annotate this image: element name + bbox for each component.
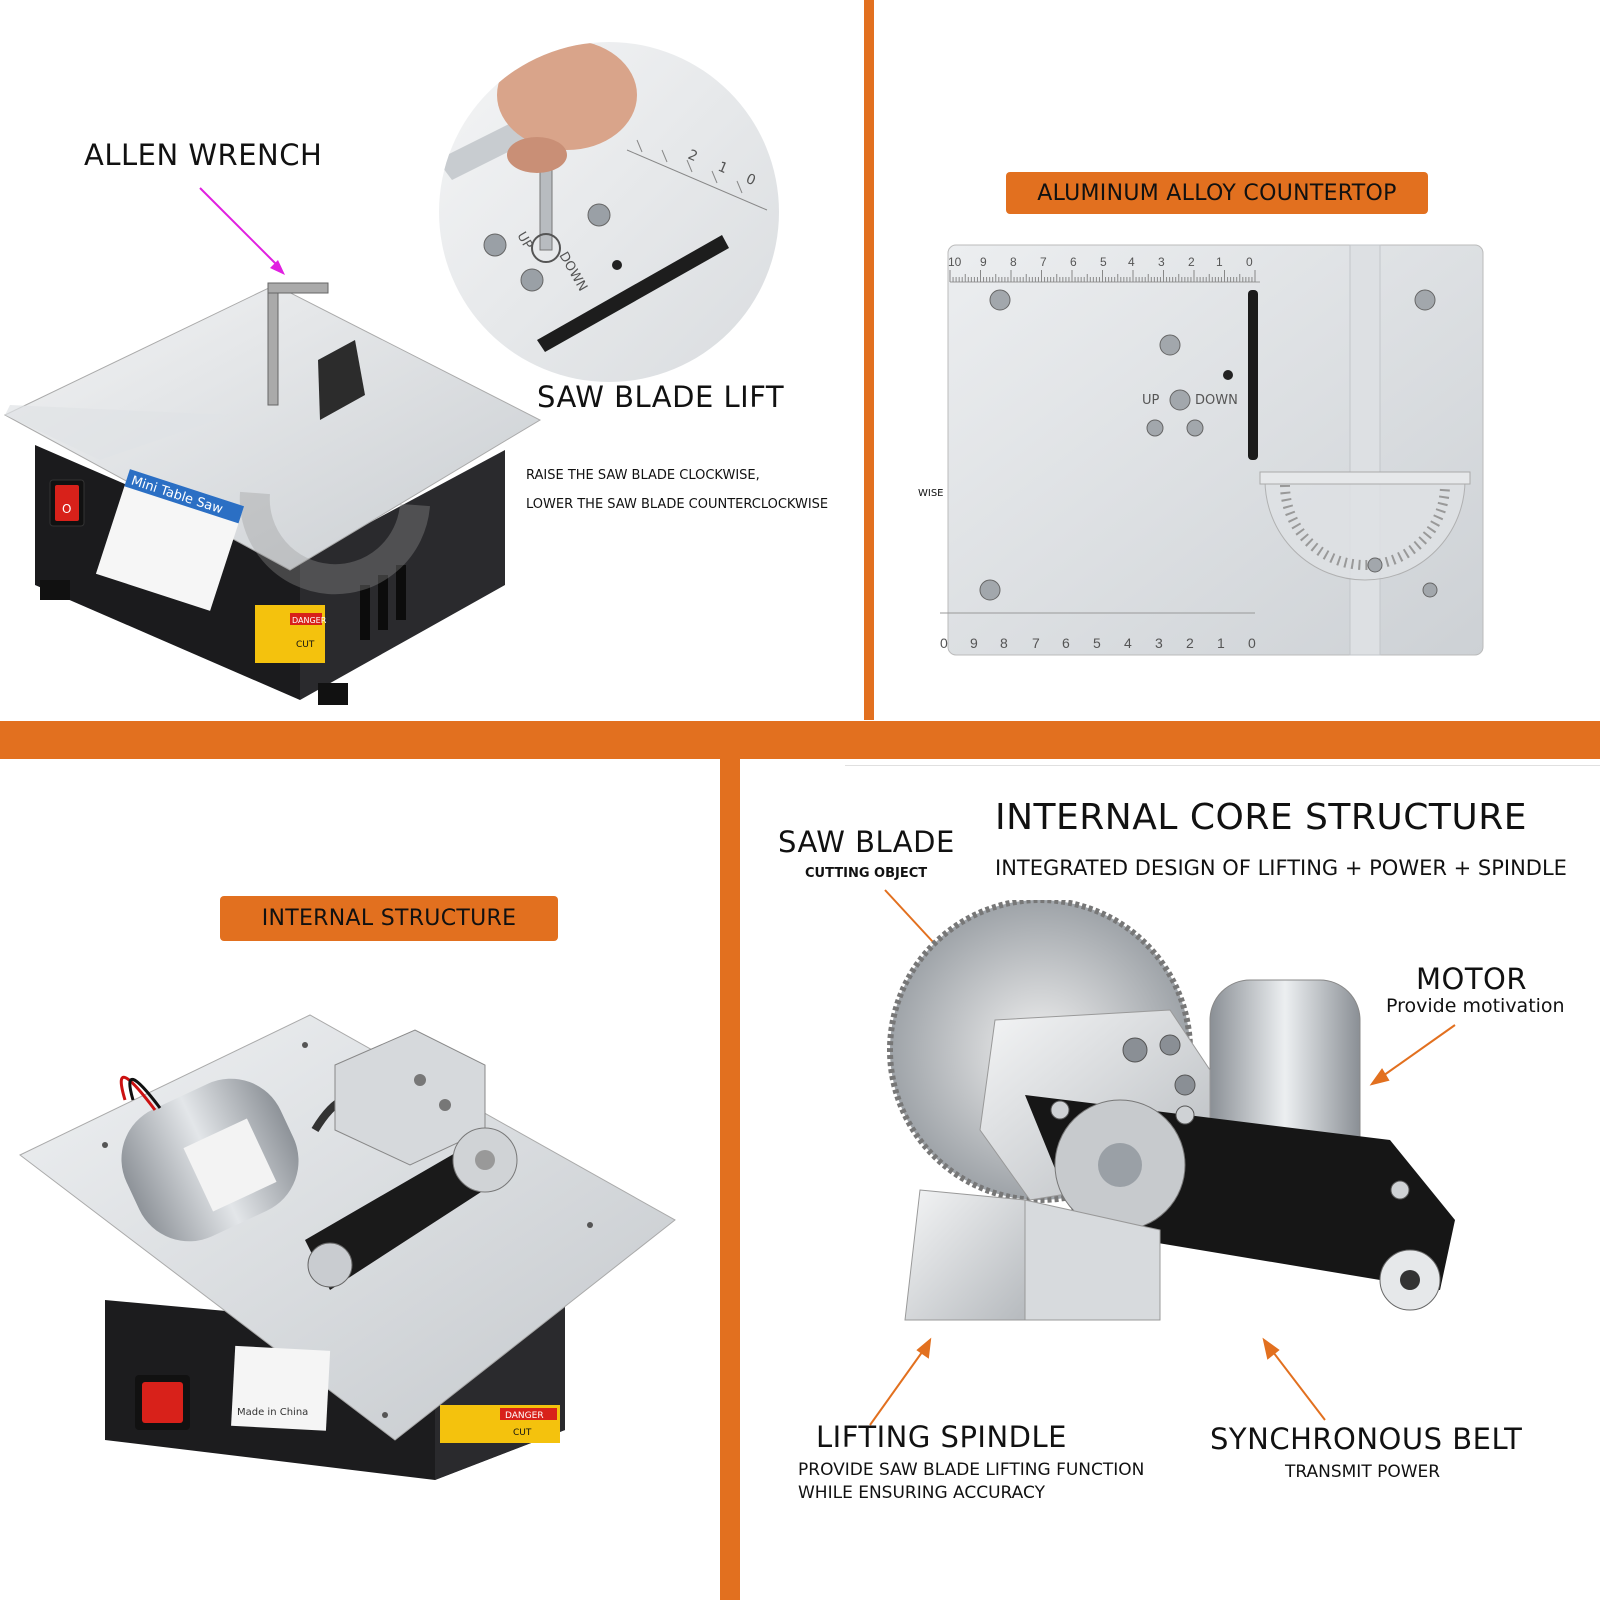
- mini-table-saw-illustration: Mini Table Saw O DANGER CUT: [3, 282, 542, 705]
- allen-wrench-label: ALLEN WRENCH: [84, 138, 323, 172]
- ruler-bottom-8: 2: [1186, 635, 1194, 651]
- blade-lift-zoom-circle: 2 1 0 UP DOWN: [439, 42, 779, 382]
- ruler-bottom-0: 0: [940, 635, 948, 651]
- ruler-top-5: 5: [1100, 255, 1107, 269]
- svg-text:Made in China: Made in China: [237, 1407, 308, 1418]
- ruler-top-6: 4: [1128, 255, 1135, 269]
- allen-wrench-arrow: [199, 187, 285, 275]
- synchronous-belt-title: SYNCHRONOUS BELT: [1210, 1422, 1523, 1456]
- ruler-bottom-2: 8: [1000, 635, 1008, 651]
- saw-blade-subtitle: CUTTING OBJECT: [805, 866, 928, 881]
- svg-text:DANGER: DANGER: [292, 616, 327, 625]
- synchronous-belt-sub: TRANSMIT POWER: [1285, 1462, 1441, 1482]
- motor-title: MOTOR: [1416, 962, 1528, 996]
- bottom-right-panel-top-border: [845, 765, 1600, 766]
- ruler-bottom-4: 6: [1062, 635, 1070, 651]
- svg-text:DOWN: DOWN: [1195, 393, 1238, 408]
- ruler-top-2: 8: [1010, 255, 1017, 269]
- ruler-top-1: 9: [980, 255, 987, 269]
- callout-arrows: [869, 889, 1456, 1426]
- ruler-top-3: 7: [1040, 255, 1047, 269]
- ruler-top-7: 3: [1158, 255, 1165, 269]
- instruction-lower: LOWER THE SAW BLADE COUNTERCLOCKWISE: [526, 497, 829, 512]
- motor-subtitle: Provide motivation: [1386, 995, 1565, 1017]
- ruler-bottom-9: 1: [1217, 635, 1225, 651]
- core-structure-title: INTERNAL CORE STRUCTURE: [995, 797, 1527, 838]
- core-mechanism-illustration: [887, 900, 1455, 1321]
- ruler-top-4: 6: [1070, 255, 1077, 269]
- ruler-bottom-5: 5: [1093, 635, 1101, 651]
- ruler-top-8: 2: [1188, 255, 1195, 269]
- ruler-top-9: 1: [1216, 255, 1223, 269]
- divider-horizontal: [0, 721, 1600, 759]
- countertop-plate: UP DOWN: [940, 244, 1484, 656]
- ruler-bottom-1: 9: [970, 635, 978, 651]
- ruler-bottom-7: 3: [1155, 635, 1163, 651]
- ruler-top-10: 0: [1246, 255, 1253, 269]
- countertop-title: ALUMINUM ALLOY COUNTERTOP: [1006, 172, 1428, 214]
- lifting-spindle-title: LIFTING SPINDLE: [816, 1420, 1067, 1454]
- core-structure-subtitle: INTEGRATED DESIGN OF LIFTING + POWER + S…: [995, 856, 1567, 880]
- saw-blade-title: SAW BLADE: [778, 825, 955, 859]
- ruler-bottom-6: 4: [1124, 635, 1132, 651]
- saw-blade-lift-label: SAW BLADE LIFT: [537, 380, 785, 414]
- ruler-bottom-3: 7: [1032, 635, 1040, 651]
- lifting-spindle-sub-1: PROVIDE SAW BLADE LIFTING FUNCTION: [798, 1460, 1145, 1480]
- lifting-spindle-sub-2: WHILE ENSURING ACCURACY: [798, 1483, 1045, 1503]
- divider-vertical-bottom: [720, 759, 740, 1600]
- internal-structure-illustration: DANGER CUT Made in China: [19, 1014, 676, 1480]
- svg-text:O: O: [62, 502, 71, 516]
- stray-wise-text: WISE: [918, 488, 944, 499]
- svg-text:CUT: CUT: [296, 640, 315, 650]
- svg-text:DANGER: DANGER: [505, 1411, 544, 1421]
- ruler-bottom-10: 0: [1248, 635, 1256, 651]
- divider-vertical-top: [864, 0, 874, 720]
- svg-text:UP: UP: [1142, 393, 1160, 408]
- internal-structure-title: INTERNAL STRUCTURE: [220, 896, 558, 941]
- instruction-raise: RAISE THE SAW BLADE CLOCKWISE,: [526, 468, 760, 483]
- ruler-top-0: 10: [948, 255, 962, 269]
- svg-text:CUT: CUT: [513, 1428, 532, 1438]
